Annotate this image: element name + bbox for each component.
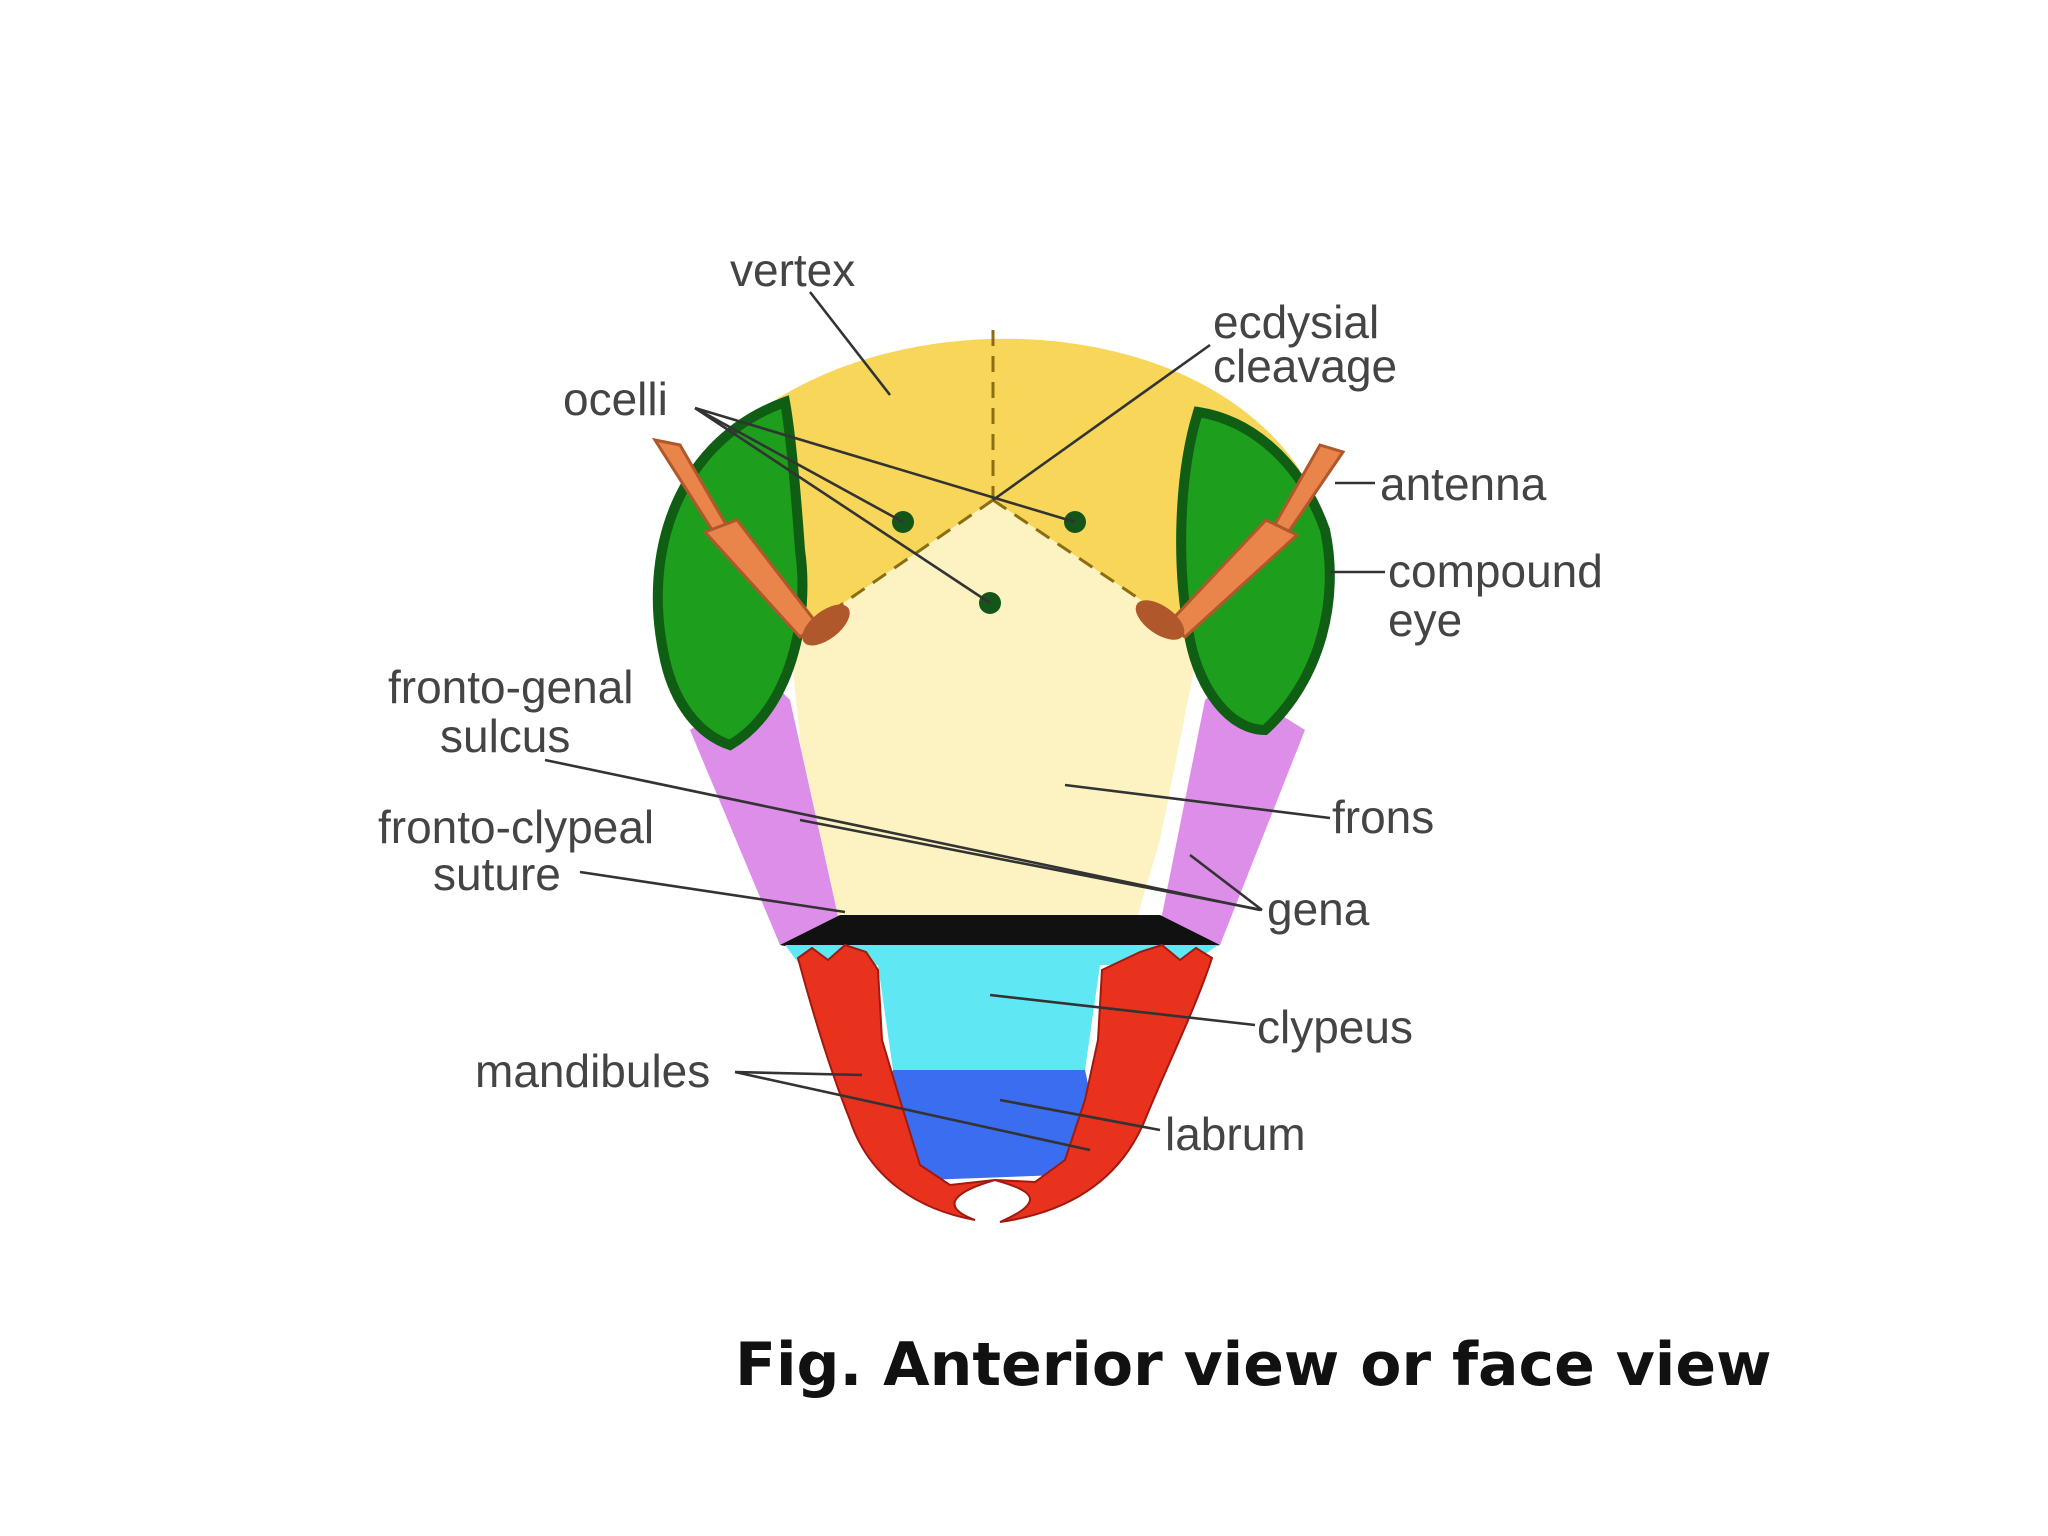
- mandibule-left: [796, 943, 996, 1221]
- clypeus-region: [785, 945, 1218, 1070]
- gena-right: [1160, 680, 1305, 945]
- leader-ocelli-1: [694, 406, 904, 524]
- label-clypeus: clypeus: [1257, 1001, 1413, 1053]
- labels: vertex ecdysial cleavage ocelli antenna …: [378, 244, 1603, 1160]
- leader-ocelli-2: [694, 406, 1076, 524]
- leader-mandibules-2: [734, 1070, 1091, 1152]
- leader-fronto-genal: [544, 758, 1261, 912]
- figure-caption: Fig. Anterior view or face view: [735, 1330, 1772, 1400]
- leader-clypeus: [989, 993, 1256, 1027]
- leader-vertex: [808, 291, 892, 396]
- leader-labrum: [999, 1098, 1161, 1132]
- label-fronto-clypeal-line1: fronto-clypeal: [378, 801, 654, 853]
- label-gena: gena: [1267, 883, 1370, 935]
- leader-ecdysial: [992, 343, 1211, 502]
- label-fronto-clypeal-line2: suture: [433, 848, 561, 900]
- label-fronto-genal-line1: fronto-genal: [388, 661, 634, 713]
- label-ecdysial-line1: ecdysial: [1213, 296, 1379, 348]
- label-compound-line2: eye: [1388, 594, 1462, 646]
- label-ocelli: ocelli: [563, 373, 668, 425]
- leader-gena-1: [799, 818, 1263, 912]
- label-frons: frons: [1332, 791, 1434, 843]
- antenna-left: [651, 437, 850, 646]
- label-vertex: vertex: [730, 244, 855, 296]
- leader-frons: [1064, 783, 1331, 820]
- anterior-tentorial-pit-left: [884, 918, 916, 934]
- leader-gena-2: [1189, 853, 1263, 912]
- label-compound-line1: compound: [1388, 545, 1603, 597]
- leader-fronto-clypeal: [579, 870, 846, 914]
- label-labrum: labrum: [1165, 1108, 1306, 1160]
- leader-ocelli-3: [694, 406, 991, 605]
- label-ecdysial-line2: cleavage: [1213, 340, 1397, 392]
- leader-mandibules-1: [734, 1070, 863, 1077]
- antenna-right: [1135, 443, 1346, 640]
- anterior-tentorial-pit-right: [1064, 918, 1096, 934]
- label-antenna: antenna: [1380, 458, 1547, 510]
- frons-region: [790, 500, 1200, 925]
- labrum-region: [887, 1070, 1090, 1180]
- vertex-region: [700, 338, 1300, 640]
- label-fronto-genal-line2: sulcus: [440, 710, 570, 762]
- label-mandibules: mandibules: [475, 1045, 710, 1097]
- leader-lines: [544, 291, 1385, 1152]
